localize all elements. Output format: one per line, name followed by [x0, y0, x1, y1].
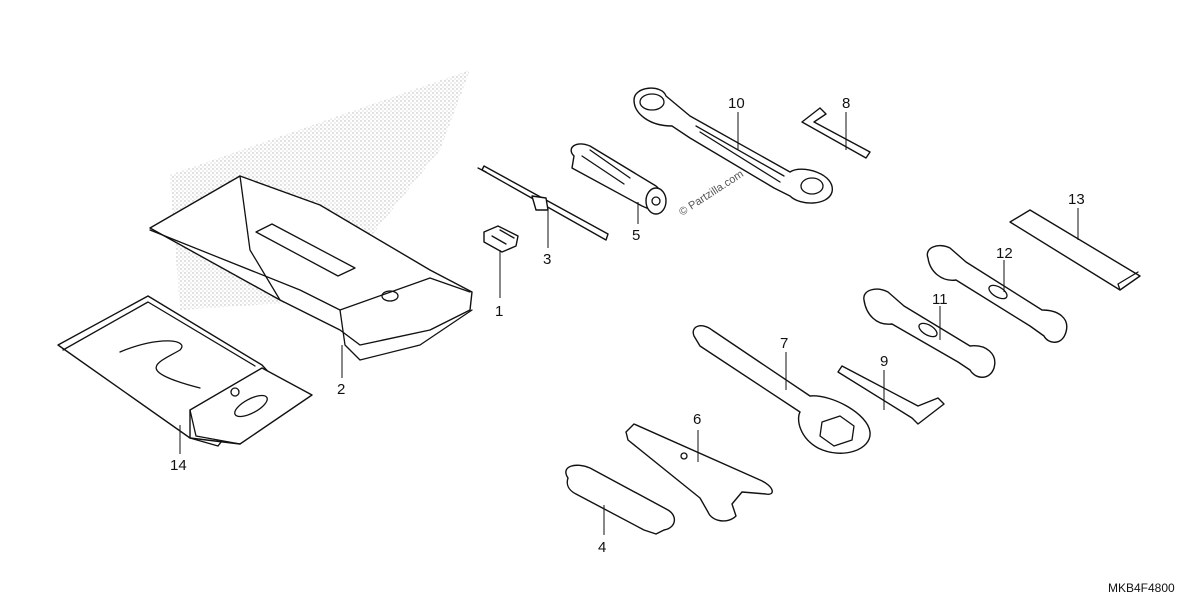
part-label-11: 11 — [932, 291, 948, 308]
part-label-5: 5 — [632, 227, 640, 244]
open-end-wrench-11[interactable] — [863, 288, 996, 378]
flat-handle[interactable] — [565, 464, 675, 535]
leader-lines — [179, 112, 1079, 535]
part-label-9: 9 — [880, 353, 888, 370]
part-label-12: 12 — [996, 245, 1013, 262]
part-label-2: 2 — [337, 381, 345, 398]
hex-key-large[interactable] — [837, 365, 945, 425]
part-label-3: 3 — [543, 251, 551, 268]
open-end-wrench-12[interactable] — [926, 244, 1068, 343]
watermark: © Partzilla.com — [677, 168, 746, 218]
part-label-7: 7 — [780, 335, 788, 352]
part-label-8: 8 — [842, 95, 850, 112]
tool-pouch[interactable] — [57, 295, 313, 447]
tool-bag[interactable] — [149, 175, 473, 361]
part-label-14: 14 — [170, 457, 187, 474]
ring-wrench[interactable] — [633, 87, 833, 204]
screwdriver-shaft[interactable] — [477, 165, 609, 241]
spanner-wrench[interactable] — [692, 325, 871, 454]
grip-clip[interactable] — [483, 225, 519, 253]
screwdriver-handle[interactable] — [570, 143, 667, 215]
diagram-code: MKB4F4800 — [1108, 581, 1175, 595]
part-label-1: 1 — [495, 303, 503, 320]
extension-bar[interactable] — [1009, 209, 1141, 291]
hex-key-small[interactable] — [801, 107, 871, 159]
part-label-4: 4 — [598, 539, 606, 556]
part-label-6: 6 — [693, 411, 701, 428]
hook-wrench[interactable] — [625, 423, 773, 522]
part-label-10: 10 — [728, 95, 745, 112]
part-label-13: 13 — [1068, 191, 1085, 208]
